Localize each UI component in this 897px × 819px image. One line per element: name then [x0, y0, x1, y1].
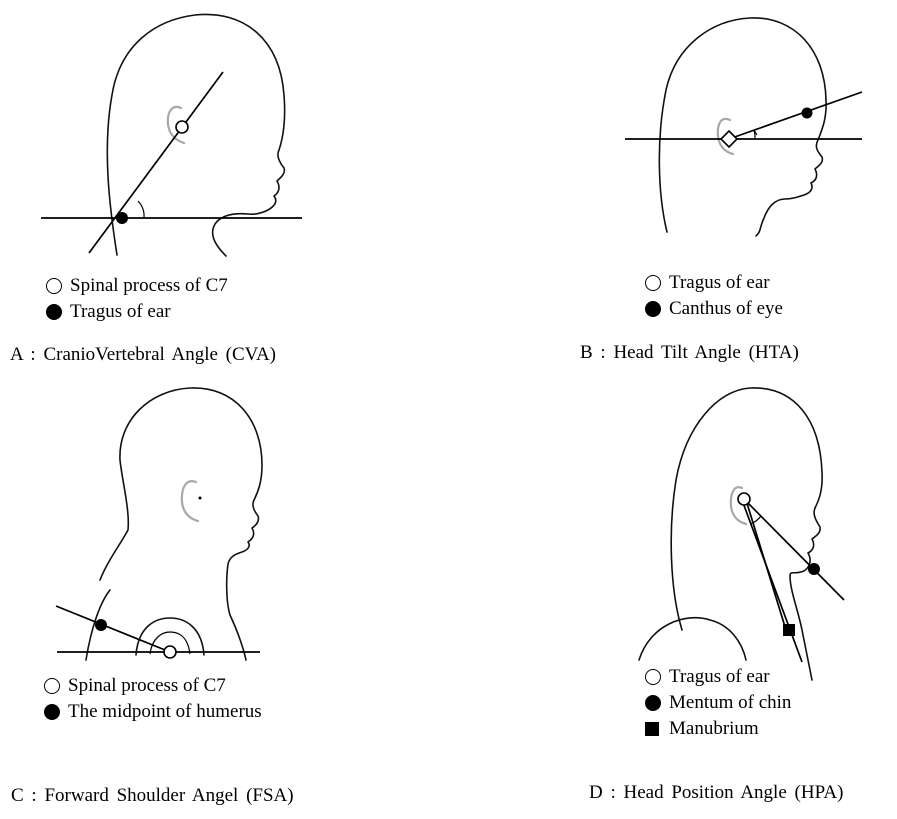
legend-label: Tragus of ear [669, 664, 770, 690]
legend-d: Tragus of ear Mentum of chin Manubrium [645, 664, 791, 742]
legend-c: Spinal process of C7 The midpoint of hum… [44, 673, 262, 725]
legend-label: Spinal process of C7 [70, 273, 228, 299]
legend-item: The midpoint of humerus [44, 699, 262, 725]
open-circle-icon [645, 669, 661, 685]
caption-d: D : Head Position Angle (HPA) [589, 782, 843, 804]
legend-label: The midpoint of humerus [68, 699, 262, 725]
shoulder-outline [639, 618, 746, 660]
tragus-of-ear-marker [176, 121, 188, 133]
panel-c-fsa: Spinal process of C7 The midpoint of hum… [0, 380, 450, 819]
tragus-of-ear-marker [721, 131, 737, 147]
head-outline [659, 18, 826, 236]
filled-circle-icon [46, 304, 62, 320]
legend-a: Spinal process of C7 Tragus of ear [46, 273, 228, 325]
mentum-of-chin-marker [808, 563, 820, 575]
hta-diagram [450, 0, 897, 380]
legend-item: Canthus of eye [645, 296, 783, 322]
open-circle-icon [46, 278, 62, 294]
head-outline [107, 14, 284, 256]
caption-c: C : Forward Shoulder Angel (FSA) [11, 785, 294, 807]
tragus-manubrium-line-1 [742, 500, 802, 662]
filled-square-icon [645, 722, 659, 736]
panel-d-hpa: Tragus of ear Mentum of chin Manubrium D… [450, 380, 897, 819]
legend-label: Mentum of chin [669, 690, 791, 716]
legend-label: Tragus of ear [669, 270, 770, 296]
head-outline [671, 388, 822, 680]
ear-icon [182, 481, 198, 521]
fsa-diagram [0, 380, 450, 819]
open-circle-icon [44, 678, 60, 694]
spinal-process-c7-marker [164, 646, 176, 658]
legend-item: Tragus of ear [645, 270, 783, 296]
canthus-of-eye-marker [802, 108, 813, 119]
caption-b: B : Head Tilt Angle (HTA) [580, 342, 799, 364]
midpoint-of-humerus-marker [95, 619, 107, 631]
tragus-mentum-line [744, 499, 844, 600]
hpa-diagram [450, 380, 897, 819]
tragus-of-ear-marker [738, 493, 750, 505]
legend-b: Tragus of ear Canthus of eye [645, 270, 783, 322]
manubrium-marker [783, 624, 795, 636]
legend-item: Tragus of ear [46, 299, 228, 325]
panel-a-cva: Spinal process of C7 Tragus of ear A : C… [0, 0, 450, 380]
legend-item: Spinal process of C7 [46, 273, 228, 299]
spinal-process-c7-marker [116, 212, 128, 224]
filled-circle-icon [645, 695, 661, 711]
legend-item: Mentum of chin [645, 690, 791, 716]
open-circle-icon [645, 275, 661, 291]
c7-tragus-line [89, 72, 223, 253]
legend-label: Spinal process of C7 [68, 673, 226, 699]
tragus-manubrium-line-2 [746, 500, 786, 630]
legend-label: Tragus of ear [70, 299, 171, 325]
caption-a: A : CranioVertebral Angle (CVA) [10, 344, 276, 366]
legend-label: Canthus of eye [669, 296, 783, 322]
ear-dot [199, 497, 202, 500]
legend-item: Tragus of ear [645, 664, 791, 690]
panel-b-hta: Tragus of ear Canthus of eye B : Head Ti… [450, 0, 897, 380]
legend-item: Manubrium [645, 716, 791, 742]
legend-label: Manubrium [669, 716, 759, 742]
legend-item: Spinal process of C7 [44, 673, 262, 699]
filled-circle-icon [645, 301, 661, 317]
angle-arc [138, 201, 144, 218]
shoulder-line [56, 606, 170, 652]
tragus-canthus-line [729, 92, 862, 139]
filled-circle-icon [44, 704, 60, 720]
